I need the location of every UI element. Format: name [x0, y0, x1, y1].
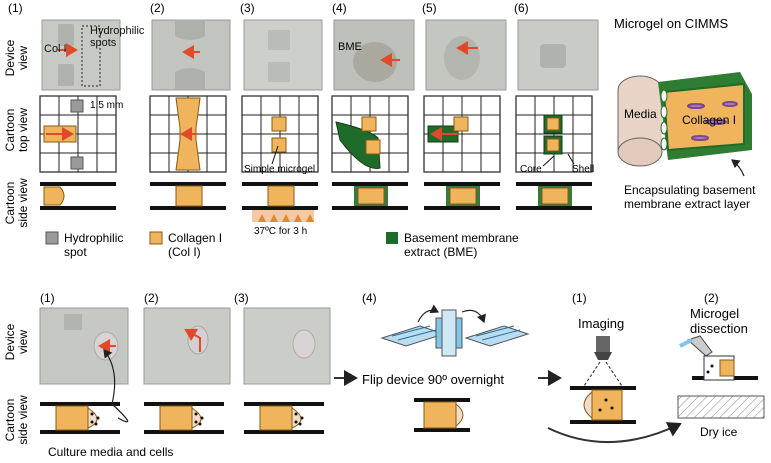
device-photo: [39, 307, 129, 385]
incubation-heat: 37ºC for 3 h: [252, 210, 314, 237]
cimms-media: Media: [624, 107, 657, 121]
imaging-label: Imaging: [578, 316, 624, 331]
top-step-label: (2): [150, 1, 165, 15]
annotation-dimension: 1.5 mm: [90, 100, 123, 111]
row-label-device-view: Deviceview: [3, 323, 30, 360]
annotation-col1: Col I: [44, 43, 67, 55]
cartoon-side-view: [40, 182, 116, 210]
culture-caption: Culture media and cells: [48, 445, 173, 459]
device-photo: [151, 19, 231, 91]
device-photo: [243, 19, 323, 91]
bottom-step-label: (3): [234, 291, 249, 305]
legend-swatch-collagen: [149, 231, 163, 245]
top-step-label: (3): [240, 1, 255, 15]
cartoon-side-view: [244, 402, 324, 434]
cartoon-top-annotations: 1.5 mm Simple microgel Core Shell: [90, 100, 594, 175]
device-photo: [41, 19, 121, 91]
bottom-step-label: (2): [144, 291, 159, 305]
device-photo: [517, 19, 599, 91]
legend-swatch-bme: [386, 232, 398, 244]
top-step-label: (1): [8, 1, 23, 15]
annotation-core: Core: [520, 164, 542, 175]
row-label-cartoon-top: Cartoontop view: [3, 108, 30, 152]
cartoon-side-view: [242, 182, 318, 210]
cartoon-side-view: [150, 182, 226, 210]
cartoon-side-view: [332, 182, 408, 210]
bottom-device-photos: [39, 307, 331, 385]
legend-swatch-hydrophilic: [45, 231, 59, 245]
legend-collagen: Collagen I(Col I): [168, 231, 222, 259]
dry-ice-label: Dry ice: [700, 425, 738, 439]
annotation-bme: BME: [338, 41, 362, 53]
flow-arrow: [547, 422, 682, 443]
top-step-label: (6): [514, 1, 529, 15]
cartoon-top-grid: [39, 95, 117, 173]
bottom-step-labels: (1) (2) (3) (4) (1) (2): [40, 291, 719, 305]
row-label-cartoon-side: Cartoonside view: [3, 395, 30, 445]
bottom-step-label: (4): [362, 291, 377, 305]
cartoon-side-view: [144, 402, 224, 434]
flip-side-view: [414, 398, 470, 432]
flip-caption: Flip device 90º overnight: [362, 372, 504, 387]
cartoon-top-grid: [515, 95, 593, 173]
device-photo: [425, 19, 507, 91]
cimms-illustration: Microgel on CIMMS Media Collagen I Encap…: [614, 16, 756, 211]
annotation-incubation: 37ºC for 3 h: [254, 226, 307, 237]
bottom-step-label: (1): [572, 291, 587, 305]
annotation-simple-microgel: Simple microgel: [244, 164, 315, 175]
cimms-title: Microgel on CIMMS: [614, 16, 728, 31]
cartoon-side-view: [424, 182, 500, 210]
top-device-photos: [41, 19, 599, 91]
cartoon-top-grid: [149, 95, 227, 173]
cartoon-top-grid: [331, 95, 409, 173]
cartoon-top-grid: [423, 95, 501, 173]
row-label-device-view: Deviceview: [3, 39, 30, 76]
imaging-group: Imaging: [570, 316, 636, 424]
cartoon-top-grids: [39, 95, 593, 173]
cimms-collagen: Collagen I: [682, 113, 736, 127]
device-photo: [333, 19, 415, 91]
flip-device: Flip device 90º overnight: [362, 304, 530, 387]
top-step-label: (5): [422, 1, 437, 15]
top-step-labels: (1) (2) (3) (4) (5) (6): [8, 1, 529, 15]
cartoon-side-view: [40, 402, 120, 434]
cartoon-side-views: [40, 182, 592, 210]
top-step-label: (4): [332, 1, 347, 15]
cartoon-side-view: [516, 182, 592, 210]
culture-caption-group: Culture media and cells: [48, 349, 173, 459]
bottom-row-labels: Deviceview Cartoonside view: [3, 323, 30, 444]
bottom-step-label: (2): [704, 291, 719, 305]
annotation-shell: Shell: [572, 164, 594, 175]
row-label-cartoon-side: Cartoonside view: [3, 178, 30, 228]
bottom-side-views: [40, 402, 324, 434]
top-row-labels: Deviceview Cartoontop view Cartoonside v…: [3, 39, 30, 227]
cartoon-top-grid: [241, 95, 319, 173]
device-photo: [243, 307, 331, 385]
bottom-step-label: (1): [40, 291, 55, 305]
device-photo: [143, 307, 231, 385]
